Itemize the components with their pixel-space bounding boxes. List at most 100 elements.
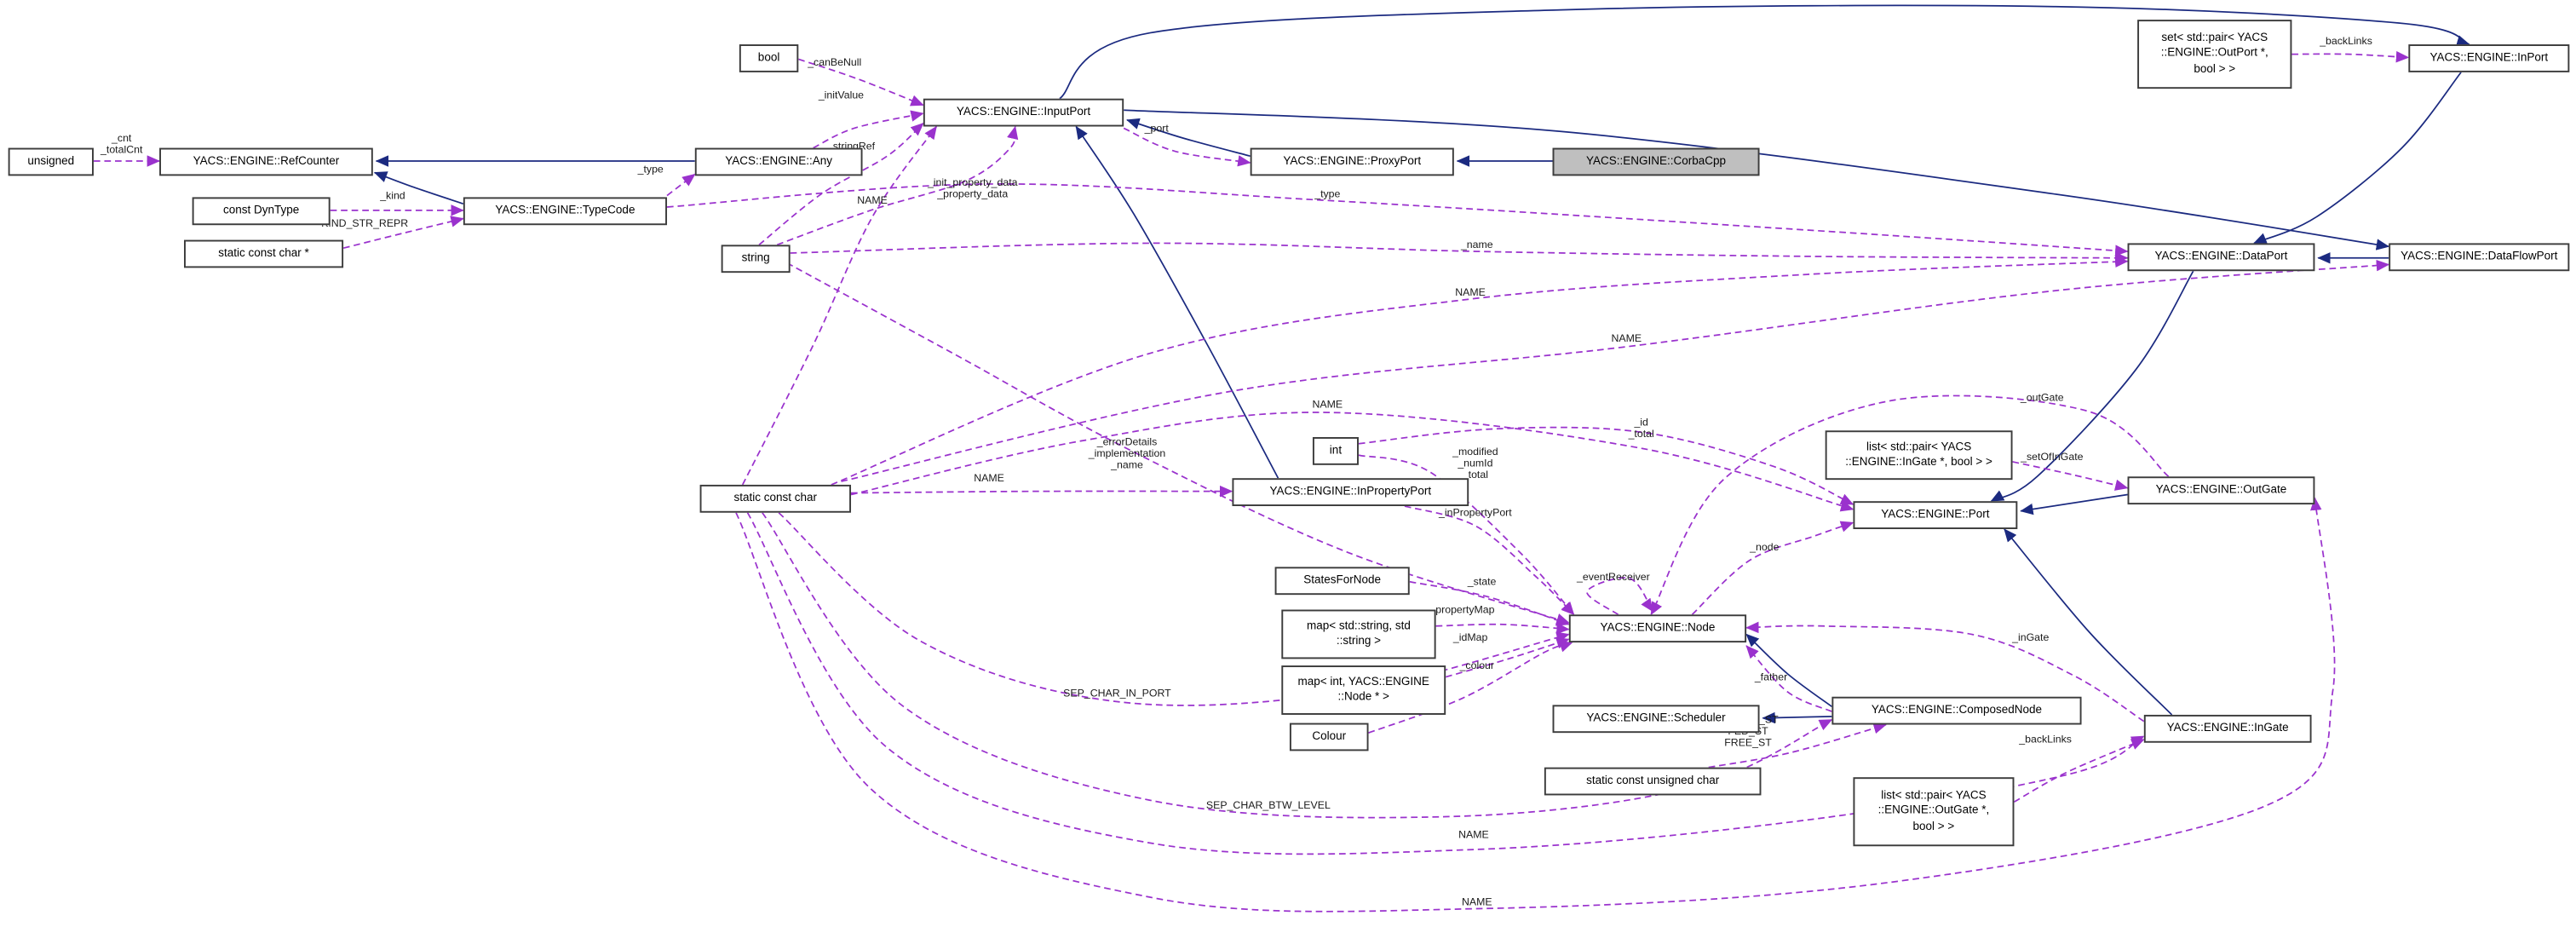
- node-const-dyntype[interactable]: const DynType: [192, 197, 331, 226]
- edge-label-propertymap-node: _propertyMap: [1429, 603, 1494, 615]
- inheritance-edge-proxyport-to-inputport: [1126, 118, 1251, 158]
- node-node[interactable]: YACS::ENGINE::Node: [1568, 614, 1747, 643]
- usage-edge-typecode-to-any: [666, 173, 696, 197]
- edge-label-id-port: _id_total: [1628, 417, 1654, 440]
- usage-edge-static-const-char-to-inpropertyport: [851, 485, 1233, 498]
- edge-label-initvalue-inputport: _initValue: [818, 89, 864, 101]
- node-refcounter[interactable]: YACS::ENGINE::RefCounter: [159, 147, 373, 176]
- edge-label-colour-node: _colour: [1459, 659, 1494, 671]
- usage-edge-static-const-char-to-port: [850, 412, 1854, 512]
- node-unsigned[interactable]: unsigned: [8, 147, 94, 176]
- node-composednode[interactable]: YACS::ENGINE::ComposedNode: [1831, 696, 2082, 725]
- usage-edge-string-to-inputport: [776, 125, 1019, 246]
- usage-edge-node-to-node: [1586, 577, 1653, 616]
- usage-edge-map-int-node-to-node: [1445, 637, 1570, 678]
- edge-label-type-dataport: _type: [1314, 187, 1340, 199]
- edge-label-name-inpropertyport: NAME: [974, 472, 1004, 484]
- node-dataport[interactable]: YACS::ENGINE::DataPort: [2127, 243, 2315, 272]
- usage-edge-string-to-dataport: [790, 242, 2129, 264]
- node-set-outport[interactable]: set< std::pair< YACS ::ENGINE::OutPort *…: [2137, 20, 2292, 89]
- node-any[interactable]: YACS::ENGINE::Any: [694, 147, 863, 176]
- usage-edge-int-to-port: [1358, 426, 1854, 505]
- node-colour[interactable]: Colour: [1289, 723, 1369, 751]
- edge-label-idmap-node: _idMap: [1452, 631, 1488, 643]
- usage-edge-inputport-to-proxyport: [1123, 127, 1251, 167]
- usage-edge-any-to-inputport: [813, 110, 924, 149]
- node-typecode[interactable]: YACS::ENGINE::TypeCode: [463, 197, 668, 226]
- inheritance-edge-inport-to-dataport: [2253, 72, 2462, 245]
- edge-label-outgate-node: _outGate: [2020, 392, 2064, 404]
- usage-edge-set-outport-to-inport: [2291, 50, 2410, 63]
- usage-edge-node-to-port: [1691, 521, 1854, 615]
- usage-edge-list-outgate-to-ingate: [2014, 739, 2145, 803]
- node-inputport[interactable]: YACS::ENGINE::InputPort: [923, 98, 1124, 127]
- usage-edge-map-string-string-to-node: [1435, 622, 1570, 635]
- inheritance-edge-typecode-to-refcounter: [373, 171, 464, 204]
- usage-edge-int-to-node: [1358, 454, 1575, 616]
- node-static-const-char[interactable]: static const char: [699, 484, 852, 513]
- node-map-int-node[interactable]: map< int, YACS::ENGINE ::Node * >: [1281, 665, 1446, 715]
- edge-label-inpropertyport-node: _inPropertyPort: [1438, 507, 1512, 519]
- edge-label-errordetails-node: _errorDetails_implementation_name: [1088, 436, 1166, 471]
- node-scheduler[interactable]: YACS::ENGINE::Scheduler: [1552, 705, 1760, 734]
- usage-edge-composednode-to-node: [1745, 645, 1832, 712]
- edge-label-canbenull-inputport: _canBeNull: [807, 56, 861, 68]
- node-ingate[interactable]: YACS::ENGINE::InGate: [2143, 714, 2312, 743]
- edge-label-name-inputport: NAME: [857, 194, 888, 206]
- edge-label-name-dataport: _name: [1460, 239, 1493, 250]
- node-proxyport[interactable]: YACS::ENGINE::ProxyPort: [1250, 147, 1454, 176]
- edge-label-sep-char-in-port-node: SEP_CHAR_IN_PORT: [1063, 688, 1171, 700]
- node-list-ingate[interactable]: list< std::pair< YACS ::ENGINE::InGate *…: [1825, 430, 2013, 481]
- edge-label-name-ingate: NAME: [1458, 829, 1489, 841]
- edge-label-name-dataflowport: NAME: [1612, 332, 1642, 344]
- usage-edge-typecode-to-dataport: [666, 183, 2129, 256]
- edge-label-ingate-node: _inGate: [2011, 631, 2049, 643]
- node-int[interactable]: int: [1312, 437, 1359, 465]
- node-outgate[interactable]: YACS::ENGINE::OutGate: [2127, 476, 2315, 505]
- inheritance-edge-ingate-to-port: [2004, 528, 2173, 716]
- usage-edge-list-ingate-to-outgate: [2012, 461, 2129, 491]
- edge-label-name-outgate: NAME: [1462, 896, 1492, 908]
- node-static-const-char-star[interactable]: static const char *: [184, 239, 344, 268]
- node-corbacpp[interactable]: YACS::ENGINE::CorbaCpp: [1552, 147, 1760, 176]
- usage-edge-static-const-unsigned-char-to-composednode: [1708, 723, 1887, 769]
- node-map-string-string[interactable]: map< std::string, std ::string >: [1281, 609, 1436, 659]
- edge-label-father-node: _father: [1754, 671, 1787, 682]
- usage-edge-outgate-to-node: [1650, 394, 2170, 616]
- node-statesfornode[interactable]: StatesForNode: [1274, 567, 1410, 596]
- inheritance-edge-dataport-to-port: [1990, 270, 2194, 503]
- inheritance-edge-inputport-to-dataflowport: [1124, 109, 2390, 250]
- node-static-const-unsigned-char[interactable]: static const unsigned char: [1544, 767, 1762, 796]
- usage-edge-static-const-char-to-dataflowport: [841, 259, 2390, 482]
- edge-label-state-node: _state: [1467, 576, 1497, 588]
- edge-label-node-port: _node: [1749, 541, 1779, 553]
- edge-label-name-port: NAME: [1312, 398, 1343, 410]
- edge-label-init-property-data-inputport: _init_property_data_property_data: [927, 176, 1018, 200]
- edge-label-backlinks-inport: _backLinks: [2319, 35, 2372, 47]
- node-list-outgate[interactable]: list< std::pair< YACS ::ENGINE::OutGate …: [1853, 777, 2015, 847]
- usage-edge-statesfornode-to-node: [1409, 580, 1570, 626]
- node-inpropertyport[interactable]: YACS::ENGINE::InPropertyPort: [1232, 478, 1469, 507]
- inheritance-edge-composednode-to-node: [1745, 633, 1832, 707]
- inheritance-edge-inpropertyport-to-inputport: [1075, 125, 1279, 479]
- edge-label-modified-node: _modified_numId_total: [1452, 446, 1498, 481]
- edge-label-cnt-refcounter: _cnt_totalCnt: [100, 132, 143, 156]
- edge-label-sep-char-btw-level-composednode: SEP_CHAR_BTW_LEVEL: [1206, 799, 1331, 811]
- usage-edge-static-const-char-to-outgate: [735, 497, 2336, 913]
- edge-label-setofingate-outgate: _setOfInGate: [2020, 451, 2083, 463]
- node-dataflowport[interactable]: YACS::ENGINE::DataFlowPort: [2389, 243, 2570, 272]
- node-bool[interactable]: bool: [739, 44, 799, 72]
- usage-edge-static-const-char-to-dataport: [831, 256, 2129, 486]
- node-string[interactable]: string: [721, 245, 791, 273]
- edge-label-backlinks-ingate: _backLinks: [2018, 734, 2072, 746]
- edge-label-port-proxyport: _port: [1144, 122, 1170, 134]
- usage-edge-ingate-to-node: [1745, 621, 2145, 723]
- inheritance-edge-inputport-to-inport: [1059, 4, 2470, 100]
- edge-label-type-any: _type: [637, 164, 664, 176]
- usage-edge-string-to-node: [786, 262, 1570, 625]
- node-port[interactable]: YACS::ENGINE::Port: [1853, 501, 2018, 530]
- edge-label-kind-typecode: _kind: [379, 189, 405, 201]
- node-inport[interactable]: YACS::ENGINE::InPort: [2408, 44, 2570, 72]
